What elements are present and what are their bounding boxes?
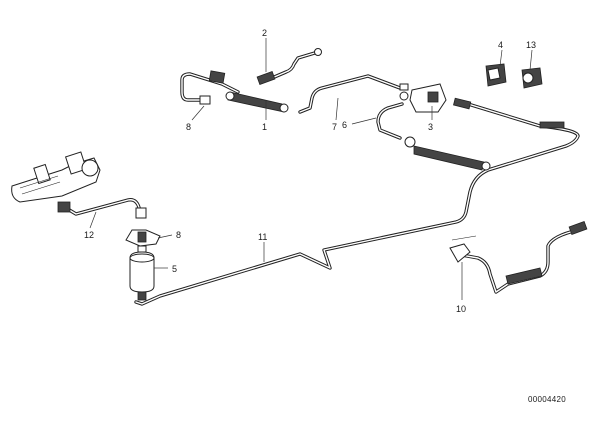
part-label-1: 1: [262, 122, 267, 132]
part-label-7: 7: [332, 122, 337, 132]
master-cylinder: [11, 151, 101, 203]
brake-lines: [64, 50, 580, 306]
components: [11, 48, 588, 301]
part-label-3: 3: [428, 122, 433, 132]
filter-5: [129, 245, 155, 301]
brake-hose-2: [256, 48, 322, 86]
part-label-8-top: 8: [186, 122, 191, 132]
clip-4: [485, 63, 507, 87]
brake-distributor-3: [399, 83, 472, 113]
part-label-12: 12: [84, 230, 94, 240]
bracket-8-lower: [125, 229, 161, 247]
brake-hose-rear-right: [505, 220, 588, 285]
brake-hose-middle-right: [404, 136, 491, 171]
part-label-2: 2: [262, 28, 267, 38]
part-labels: 1 2 3 4 5 6 7 8 8 10 11 12 13: [84, 28, 536, 314]
part-label-10: 10: [456, 304, 466, 314]
part-label-11: 11: [258, 232, 267, 242]
part-label-8-lower: 8: [176, 230, 181, 240]
pipe-end-right-top: [539, 121, 565, 129]
fitting-8-top: [199, 70, 226, 105]
part-label-6: 6: [342, 120, 347, 130]
clip-13: [521, 67, 543, 89]
bracket-10: [449, 235, 477, 263]
brake-hose-1: [225, 91, 289, 113]
part-label-4: 4: [498, 40, 503, 50]
document-number: 00004420: [528, 395, 566, 404]
fitting-12-left: [57, 201, 147, 219]
pipe-line-10: [454, 228, 580, 294]
pipe-line-6: [376, 102, 404, 140]
pipe-right-long: [134, 102, 580, 306]
part-label-13: 13: [526, 40, 536, 50]
part-label-5: 5: [172, 264, 177, 274]
leader-lines: [89, 38, 533, 300]
pipe-hose-2: [270, 50, 320, 80]
